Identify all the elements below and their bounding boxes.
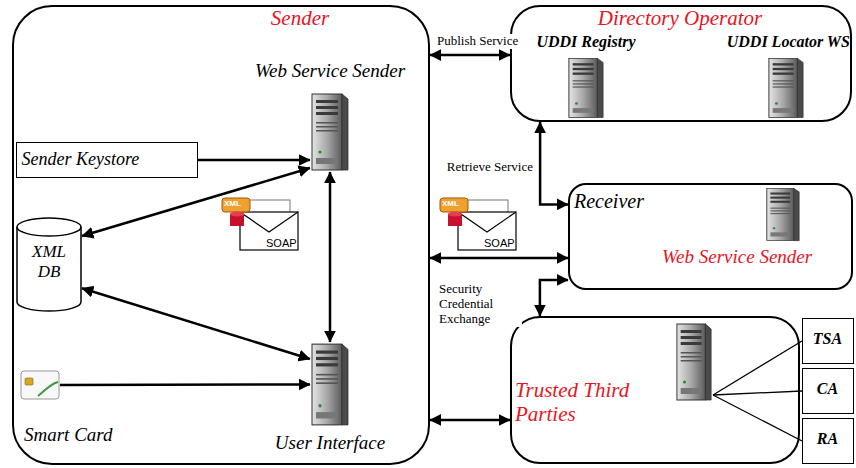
soap-label: SOAP [484,237,515,250]
receiver-region: ReceiverWeb Service Sender [568,183,853,290]
server-icon-holder [675,322,713,402]
smart-card-node: Smart Card [20,370,60,400]
node-title: Sender Keystore [22,149,140,170]
smart-card-icon [20,370,60,400]
server-icon [310,92,350,172]
node-title: UDDI Locator WS [727,33,850,51]
node-title: RA [817,430,838,448]
node-title: Directory Operator [598,6,762,30]
xml-tag: XML [442,199,459,208]
connector-arrow [198,159,310,162]
connector-arrow [430,257,568,260]
connector-arrow [82,168,310,236]
node-title: TSA [813,330,842,348]
edge-label: Retrieve Service [446,160,534,175]
connector-line [713,395,802,441]
edge-label: Publish Service [436,34,519,49]
trusted-parties-region: Trusted Third PartiesTSACARA [510,316,800,464]
soap-label: SOAP [266,237,297,250]
connector-line [713,341,802,395]
server-node: UDDI Locator WS [767,57,805,119]
connector-line [713,391,802,395]
connector-arrow [82,288,310,359]
server-icon [767,57,805,119]
node-title: Sender [271,6,329,30]
connector-arrow [430,54,510,57]
node-title: XML DB [26,242,72,281]
connector-arrow [329,172,332,342]
node-title: User Interface [275,432,385,454]
node-subtitle: Web Service Sender [662,246,812,268]
connector-arrow [540,122,568,204]
node-title: CA [817,380,838,398]
connector-arrow [60,383,310,386]
node-title: Receiver [574,190,644,213]
server-node: UDDI Registry [567,57,605,119]
keystore-box: Sender Keystore [16,142,198,178]
soap-envelope [440,198,516,250]
server-icon [765,187,801,242]
xml-tag: XML [224,199,241,208]
server-icon [675,322,713,402]
node-title: UDDI Registry [536,33,635,51]
connector-arrow [430,419,510,422]
authority-box: CA [802,368,854,414]
node-title: Web Service Sender [255,60,405,82]
node-title: Trusted Third Parties [515,378,675,426]
soap-envelope [222,198,298,250]
sender-region: SenderWeb Service SenderSender KeystoreX… [12,5,430,465]
server-node: Web Service Sender [310,92,350,172]
server-icon [310,342,350,427]
database-node: XML DB [16,217,82,312]
server-icon-holder [765,187,801,242]
node-title: Smart Card [24,424,113,446]
authority-box: RA [802,418,854,464]
edge-label: Security Credential Exchange [438,282,522,327]
server-node: User Interface [310,342,350,427]
authority-box: TSA [802,318,854,364]
server-icon [567,57,605,119]
connector-arrow [540,280,568,316]
directory-region: Directory OperatorUDDI RegistryUDDI Loca… [510,5,852,122]
